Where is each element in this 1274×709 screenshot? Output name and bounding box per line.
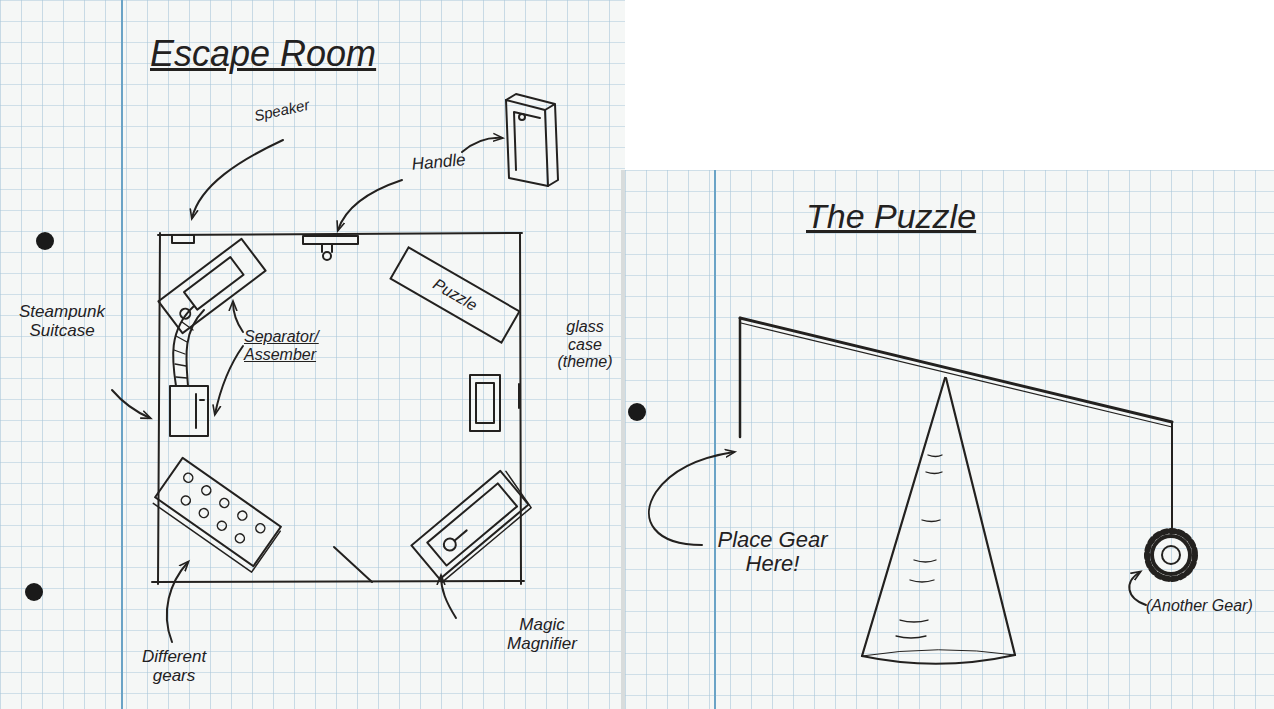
separator-machine bbox=[158, 239, 265, 334]
sketch-label: (Another Gear) bbox=[1146, 597, 1274, 615]
glass-case bbox=[518, 384, 520, 408]
handle-symbol bbox=[303, 236, 358, 244]
margin-line bbox=[121, 0, 123, 709]
handle-inset bbox=[514, 112, 540, 170]
gear-tray bbox=[152, 458, 283, 572]
steam-tube bbox=[186, 310, 204, 386]
leader-arrow bbox=[233, 302, 243, 332]
leader-arrow bbox=[215, 346, 243, 414]
sketch-label: glass case (theme) bbox=[552, 318, 618, 371]
gear-string bbox=[1171, 423, 1173, 533]
cone-pivot bbox=[862, 650, 1015, 656]
cone-pivot bbox=[862, 655, 1015, 664]
room-wall bbox=[152, 581, 524, 582]
suitcase-box bbox=[170, 386, 208, 436]
hanging-gear bbox=[1162, 546, 1180, 564]
room-wall bbox=[158, 233, 160, 584]
paper-grid bbox=[0, 0, 625, 709]
sketch-label: Steampunk Suitcase bbox=[12, 303, 112, 340]
leader-arrow bbox=[1129, 572, 1146, 605]
binder-hole bbox=[628, 403, 646, 421]
room-wall bbox=[158, 233, 522, 235]
suitcase-box bbox=[196, 394, 204, 428]
binder-hole bbox=[25, 583, 43, 601]
door-swing bbox=[334, 547, 372, 582]
hanging-gear bbox=[1147, 531, 1195, 579]
handle-inset bbox=[506, 94, 558, 186]
gear-tray bbox=[155, 458, 281, 566]
handle-symbol bbox=[323, 252, 331, 260]
glass-case bbox=[470, 375, 500, 431]
paper-sheet bbox=[625, 170, 1274, 709]
sketch-label: Separator/ Assember bbox=[244, 328, 349, 363]
speaker-symbol bbox=[172, 235, 194, 243]
leader-arrow bbox=[192, 140, 283, 218]
leader-arrow bbox=[462, 138, 502, 152]
gear-items bbox=[171, 471, 267, 550]
gear-hook bbox=[739, 318, 742, 437]
room-wall bbox=[520, 233, 521, 584]
magnifier-case bbox=[411, 468, 534, 582]
sketch-label: Magic Magnifier bbox=[490, 616, 594, 653]
page-title: Escape Room bbox=[150, 34, 420, 74]
sketch-label: The Puzzle bbox=[806, 198, 1066, 235]
magnifier-symbol bbox=[454, 530, 466, 540]
magnifier-case bbox=[414, 471, 534, 582]
sketch-label: Different gears bbox=[128, 648, 220, 685]
sketch-label: Place Gear Here! bbox=[700, 528, 845, 576]
leader-arrow bbox=[338, 180, 402, 230]
leader-arrow bbox=[167, 562, 188, 642]
cone-pivot bbox=[862, 378, 945, 656]
handle-inset bbox=[506, 100, 548, 186]
leader-arrow bbox=[112, 390, 150, 418]
paper-sheet bbox=[0, 0, 625, 709]
binder-hole bbox=[36, 232, 54, 250]
balance-beam bbox=[740, 318, 1172, 422]
balance-beam bbox=[741, 323, 1172, 427]
magnifier-case bbox=[427, 483, 517, 565]
sheet-shadow bbox=[621, 170, 1274, 709]
separator-machine bbox=[184, 257, 244, 309]
steam-tube bbox=[173, 306, 194, 386]
cone-pivot bbox=[946, 378, 1015, 655]
margin-line bbox=[714, 170, 716, 709]
gear-tray bbox=[153, 462, 280, 572]
hanging-gear bbox=[1152, 536, 1190, 574]
handle-symbol bbox=[322, 244, 332, 252]
ink-sketch bbox=[112, 94, 1195, 664]
handle-inset bbox=[519, 114, 525, 120]
leader-arrow bbox=[441, 576, 456, 618]
glass-case bbox=[476, 383, 494, 423]
paper-grid bbox=[625, 170, 1274, 709]
steam-tube bbox=[174, 322, 193, 378]
cone-shading bbox=[896, 455, 942, 638]
separator-machine bbox=[158, 239, 265, 334]
